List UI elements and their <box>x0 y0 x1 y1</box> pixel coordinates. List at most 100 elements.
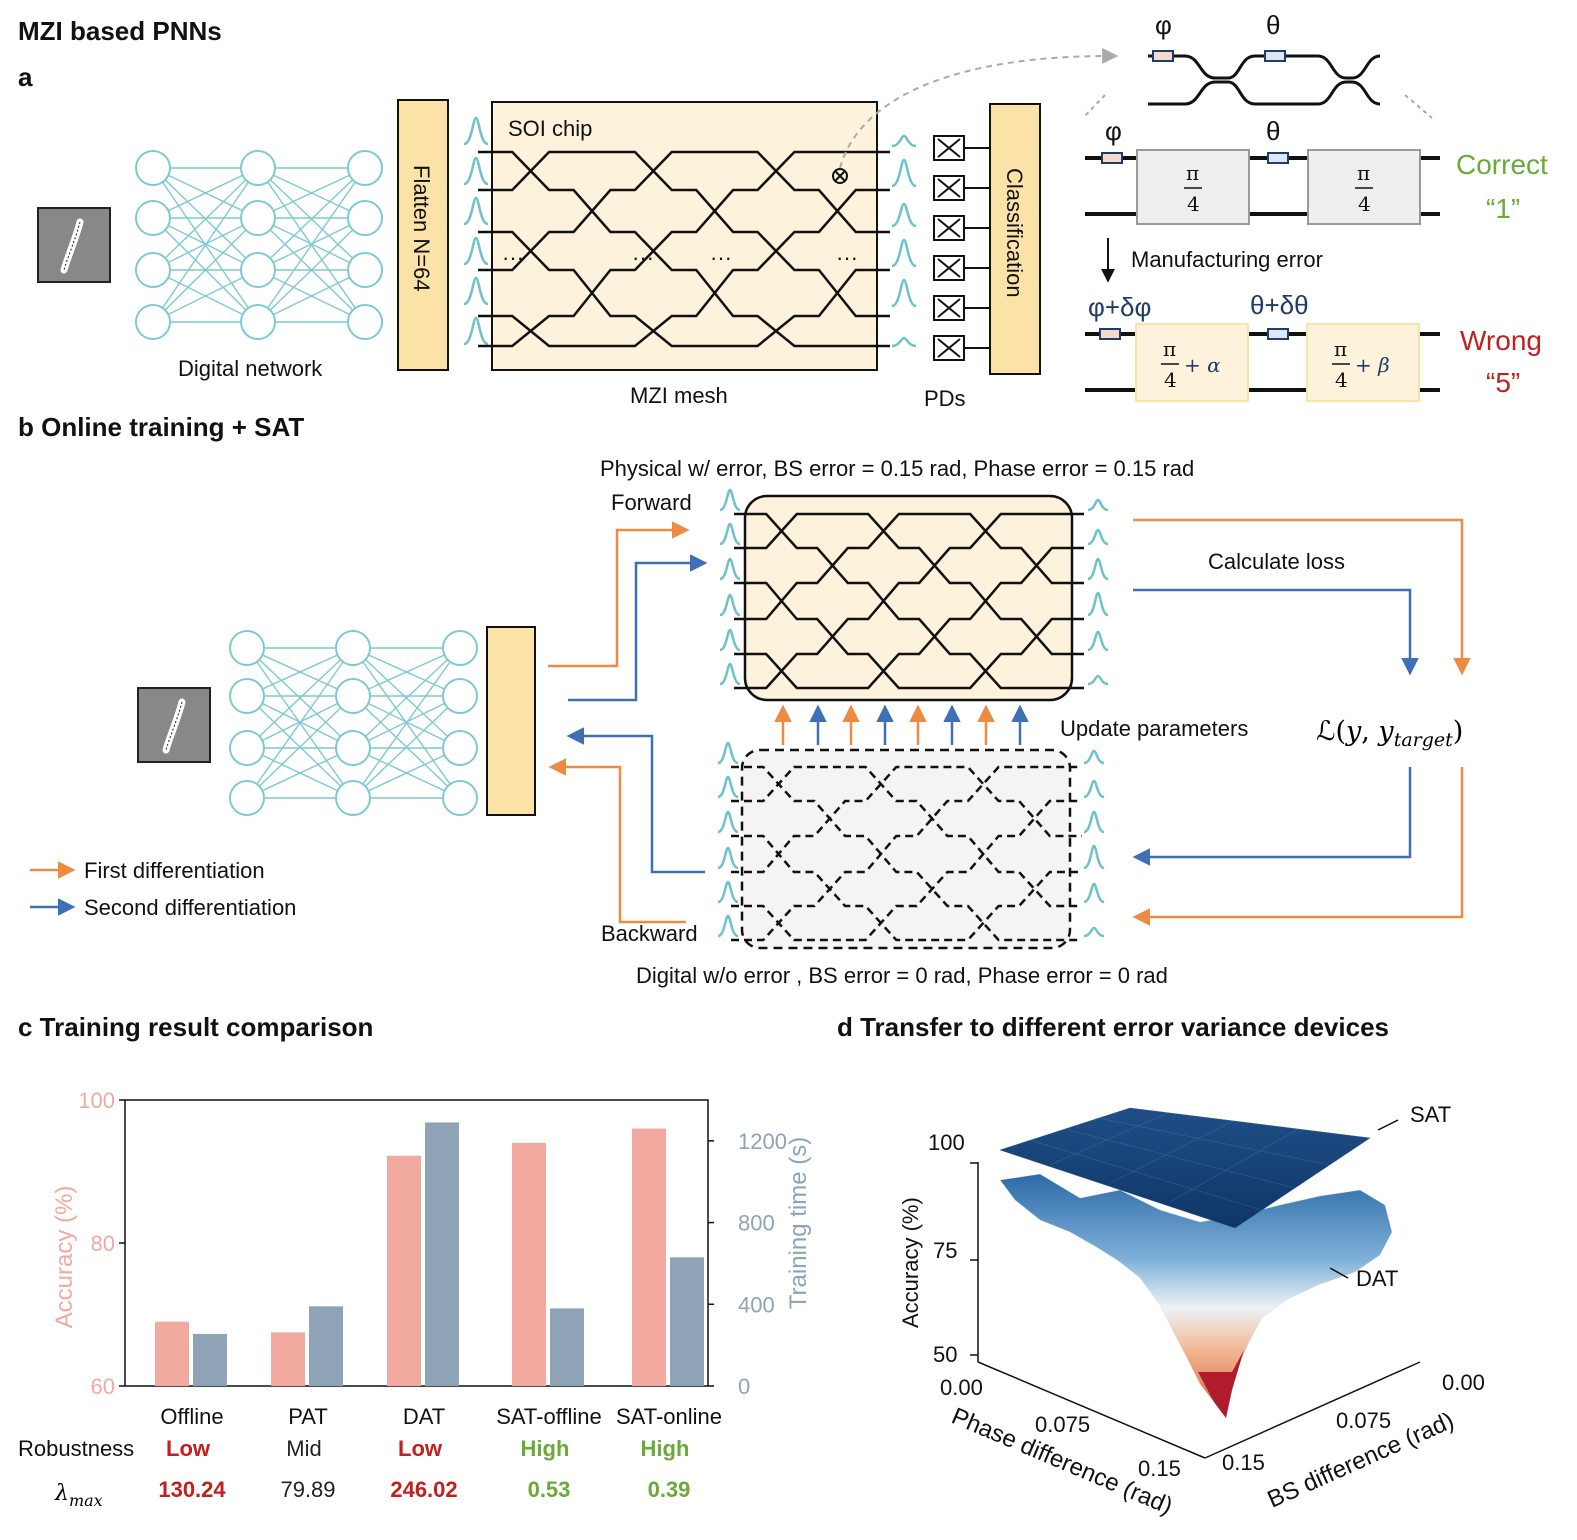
z-tick-50: 50 <box>933 1342 957 1367</box>
digital-out-pulse <box>1083 810 1105 834</box>
digital-in-pulse <box>717 810 739 834</box>
network-node <box>135 252 171 288</box>
network-node <box>335 780 371 816</box>
network-edge <box>246 747 354 799</box>
digital-out-pulse <box>1083 844 1105 870</box>
legend-second: Second differentiation <box>84 895 296 920</box>
mesh-ellipsis-4: ··· <box>836 245 858 270</box>
ideal-bs1-pi: π <box>1186 161 1199 185</box>
network-node <box>347 304 383 340</box>
output-pulse <box>891 336 917 348</box>
digital-in-pulse <box>717 775 739 799</box>
x-tick-2: 0.15 <box>1138 1456 1181 1481</box>
network-edge <box>352 647 461 799</box>
mesh-ellipsis-1: ··· <box>502 245 524 270</box>
physical-out-pulse <box>1087 528 1109 546</box>
digit-image-b <box>137 687 211 763</box>
physical-output-pulses <box>1087 498 1109 686</box>
digital-waveguide <box>731 834 1082 942</box>
loss-expression: ℒ(y, ytarget) <box>1316 716 1463 751</box>
network-node <box>240 150 276 186</box>
z-tick-100: 100 <box>928 1130 965 1155</box>
network-edge <box>352 747 461 799</box>
photodetector-mark <box>937 178 961 198</box>
correct-digit: “1” <box>1486 193 1520 224</box>
accuracy-bar <box>512 1142 546 1386</box>
y-tick-label: 60 <box>91 1374 115 1399</box>
physical-in-pulse <box>719 662 741 686</box>
y-tick-label: 80 <box>91 1231 115 1256</box>
input-pulse <box>463 236 489 266</box>
physical-input-pulses <box>719 488 741 686</box>
mesh-waveguide <box>478 188 890 348</box>
digital-in-pulse <box>717 914 739 938</box>
time-bar <box>425 1122 459 1386</box>
dat-surface-label: DAT <box>1356 1266 1398 1291</box>
network-edge <box>152 269 259 323</box>
legend-first: First differentiation <box>84 858 265 883</box>
zoom-callout-arrow <box>839 47 1119 169</box>
physical-mesh <box>734 494 1084 702</box>
digital-out-pulse <box>1083 749 1105 765</box>
digital-in-pulse <box>717 741 739 765</box>
photodetector-mark <box>937 218 961 238</box>
physical-waveguide <box>734 581 1084 690</box>
err-bs1-alpha: + α <box>1184 353 1221 377</box>
digital-network-b <box>229 630 478 816</box>
err-bs1-four: 4 <box>1164 368 1177 392</box>
flatten-label: Flatten N=64 <box>409 165 434 292</box>
physical-waveguide <box>734 512 1084 690</box>
input-pulse <box>463 196 489 226</box>
y-tick-2: 0.15 <box>1222 1450 1265 1475</box>
backward-label: Backward <box>601 921 698 946</box>
flow-arrows <box>548 518 1471 926</box>
dat-surface-min <box>1198 1350 1244 1418</box>
output-pulse <box>891 134 917 148</box>
err-phi: φ+δφ <box>1088 292 1151 322</box>
network-node <box>442 630 478 666</box>
forward-first-arrow <box>548 521 690 668</box>
physical-out-pulse <box>1087 557 1109 581</box>
digital-waveguide <box>731 765 1082 908</box>
lambda-value: 0.53 <box>528 1477 571 1502</box>
input-pulse <box>463 156 489 186</box>
classification-label: Classification <box>1002 168 1027 298</box>
loss-first-arrow <box>1133 518 1471 676</box>
physical-in-pulse <box>719 488 741 512</box>
network-node <box>347 200 383 236</box>
physical-label: Physical w/ error, BS error = 0.15 rad, … <box>600 456 1194 481</box>
photodetector-mark <box>937 258 961 278</box>
robustness-value: High <box>521 1436 570 1461</box>
network-node <box>229 730 265 766</box>
network-node <box>135 200 171 236</box>
time-bar <box>309 1306 343 1386</box>
x-tick-0: 0.00 <box>940 1375 983 1400</box>
category-label: DAT <box>403 1404 445 1429</box>
network-node <box>335 630 371 666</box>
physical-out-pulse <box>1087 674 1109 686</box>
digital-in-pulse <box>717 880 739 904</box>
backward-first-arrow <box>548 758 686 924</box>
input-pulses-a <box>463 116 489 346</box>
output-pulse <box>891 238 917 268</box>
ideal-bs1-four: 4 <box>1187 192 1200 216</box>
grad-first-arrow <box>1132 767 1464 926</box>
network-edge <box>257 167 366 219</box>
physical-out-pulse <box>1087 591 1109 617</box>
robustness-label: Robustness <box>18 1436 134 1461</box>
accuracy-bar <box>271 1332 305 1386</box>
network-edge <box>152 167 259 219</box>
forward-second-arrow <box>568 554 708 702</box>
digital-out-pulse <box>1083 926 1105 938</box>
z-axis-label: Accuracy (%) <box>898 1197 923 1328</box>
network-node <box>347 252 383 288</box>
digital-network-a <box>135 150 383 340</box>
time-bar <box>193 1333 227 1386</box>
bar-chart: OfflineLow130.24PATMid79.89DATLow246.02S… <box>51 1088 812 1502</box>
network-node <box>240 304 276 340</box>
digital-waveguide <box>731 765 1082 874</box>
y-axis-label: Accuracy (%) <box>51 1186 78 1329</box>
sat-surface <box>999 1107 1371 1229</box>
physical-in-pulse <box>719 522 741 546</box>
